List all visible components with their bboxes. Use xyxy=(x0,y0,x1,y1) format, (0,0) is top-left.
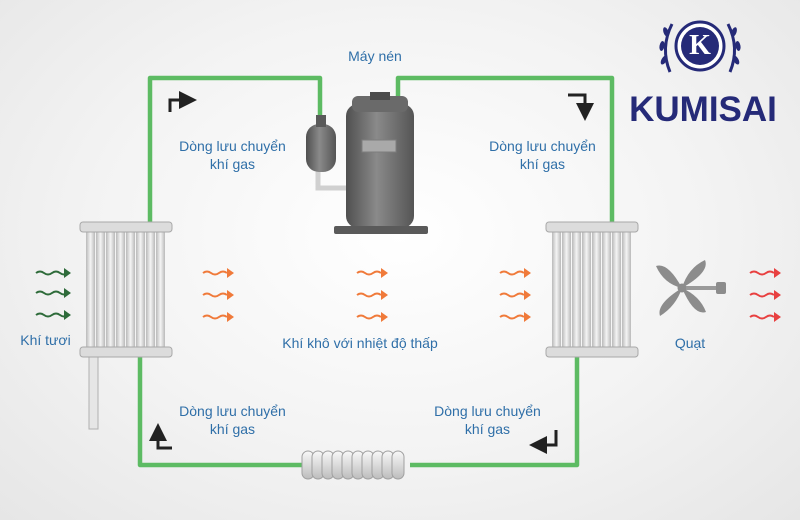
brand-name: KUMISAI xyxy=(629,90,777,129)
gas-flow-label-bottom-left: Dòng lưu chuyển khí gas xyxy=(179,403,286,437)
fresh-air-label: Khí tươi xyxy=(20,332,71,348)
flow-arrow-tl xyxy=(168,91,197,112)
hot-air-arrows xyxy=(749,268,781,322)
gas-flow-label-bottom-right: Dòng lưu chuyển khí gas xyxy=(434,403,541,437)
dry-air-label: Khí khô với nhiệt độ thấp xyxy=(282,335,438,351)
logo-letter: K xyxy=(689,30,711,61)
compressor-label: Máy nén xyxy=(348,48,402,64)
flow-arrow-tr xyxy=(568,93,594,121)
expansion-coil-icon xyxy=(301,450,405,480)
logo-emblem xyxy=(659,20,741,73)
compressor-icon xyxy=(306,92,428,234)
fan-icon xyxy=(656,260,726,316)
gas-flow-label-top-right: Dòng lưu chuyển khí gas xyxy=(489,138,596,172)
refrigerant-pipe xyxy=(137,75,615,468)
condenser-icon xyxy=(545,221,639,358)
flow-arrow-bl xyxy=(149,423,172,450)
dry-air-arrows xyxy=(202,268,531,322)
fresh-air-arrows xyxy=(35,268,71,320)
evaporator-icon xyxy=(79,221,173,430)
gas-flow-label-top-left: Dòng lưu chuyển khí gas xyxy=(179,138,286,172)
flow-arrow-br xyxy=(529,430,558,454)
fan-label: Quạt xyxy=(674,335,706,351)
